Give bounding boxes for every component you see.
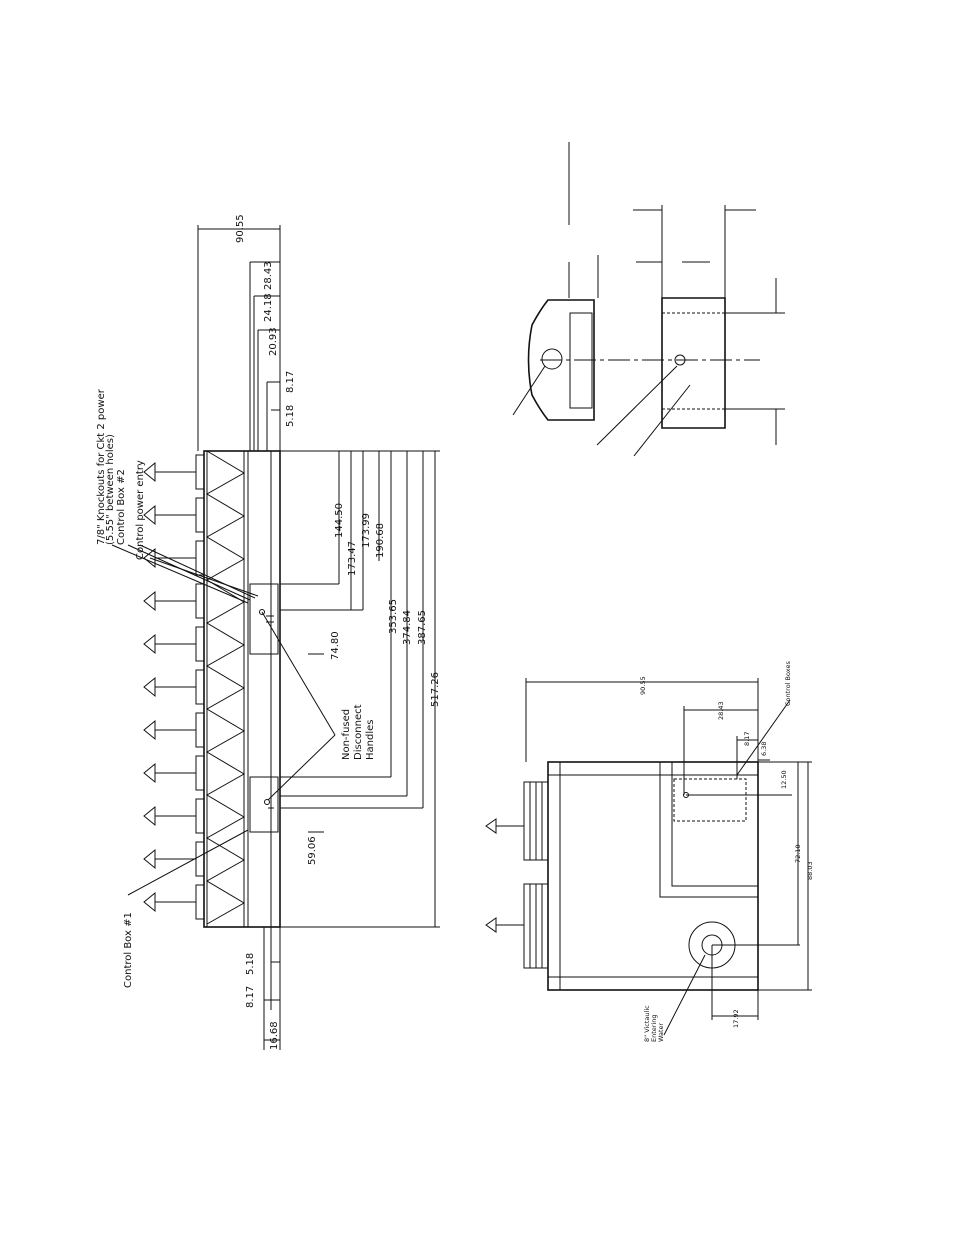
label-non-fused: Non-fused <box>341 709 352 760</box>
dim-190-68: 190.68 <box>375 523 386 558</box>
end-dim-88-03: 88.03 <box>806 861 814 880</box>
label-water: Water <box>657 1022 665 1042</box>
detail-side-profile <box>661 297 726 429</box>
label-control-power: Control power entry <box>135 460 146 560</box>
dim-517-26: 517.26 <box>430 672 441 707</box>
fan-motors <box>195 454 205 920</box>
control-box-1 <box>249 776 279 833</box>
end-dim-72-10: 72.10 <box>794 844 802 863</box>
detail-hole <box>541 348 563 370</box>
label-entering: Entering <box>650 1015 658 1043</box>
label-victaulic: 8" Victaulic <box>643 1005 651 1042</box>
end-view: 90.55 28.43 8.17 6.38 12.50 72.10 88.03 … <box>485 661 814 1043</box>
bottom-dimensions <box>263 927 281 1050</box>
label-control-box-1: Control Box #1 <box>123 912 134 988</box>
dim-24-18: 24.18 <box>263 293 274 322</box>
dim-374-84: 374.84 <box>402 610 413 645</box>
dim-8-17-top: 8.17 <box>285 371 296 393</box>
dim-59-06: 59.06 <box>307 836 318 865</box>
label-disconnect: Disconnect <box>353 704 364 760</box>
end-dim-6-38: 6.38 <box>760 742 768 756</box>
end-dim-17-92: 17.92 <box>732 1009 740 1028</box>
end-dim-28-43: 28.43 <box>717 701 725 720</box>
end-dim-8-17: 8.17 <box>743 732 751 746</box>
end-view-dimensions <box>525 678 812 1036</box>
dim-5-18-bottom: 5.18 <box>245 953 256 975</box>
control-boxes-outline <box>673 778 747 822</box>
length-dimensions <box>280 450 440 928</box>
end-view-outline <box>547 761 759 991</box>
label-control-box-2: Control Box #2 <box>116 469 127 545</box>
dim-20-93: 20.93 <box>268 327 279 356</box>
end-fan-stacks <box>485 781 549 969</box>
label-knockouts: 7/8" Knockouts for Ckt 2 power <box>96 388 107 545</box>
dim-353-65: 353.65 <box>388 599 399 634</box>
airflow-arrows <box>143 461 196 913</box>
label-knockouts-note: (5.55" between holes) <box>105 434 116 545</box>
dim-28-43: 28.43 <box>263 261 274 290</box>
dim-5-18-top: 5.18 <box>285 405 296 427</box>
truss-zigzag <box>206 450 245 925</box>
dim-173-99: 173.99 <box>361 513 372 548</box>
dim-8-17-bottom: 8.17 <box>245 986 256 1008</box>
dim-74-80: 74.80 <box>330 631 341 660</box>
dim-173-47: 173.47 <box>347 541 358 576</box>
detail-view <box>512 142 785 457</box>
top-dimensions <box>197 225 281 451</box>
dim-387-65: 387.65 <box>417 610 428 645</box>
dim-144-50: 144.50 <box>334 503 345 538</box>
dim-16-68: 16.68 <box>269 1021 280 1050</box>
end-dim-12-50: 12.50 <box>780 770 788 789</box>
control-box-2 <box>249 583 279 655</box>
callout-leaders <box>111 544 336 896</box>
plan-view: 90.55 28.43 24.18 20.93 8.17 5.18 144.50 <box>96 214 441 1050</box>
dim-90-55: 90.55 <box>235 214 246 243</box>
detail-end-profile <box>527 299 595 421</box>
end-view-panel <box>659 762 758 898</box>
label-control-boxes: Control Boxes <box>784 661 792 706</box>
label-handles: Handles <box>365 720 376 760</box>
disconnect-handle-icon <box>259 609 274 809</box>
end-dim-90-55: 90.55 <box>639 676 647 695</box>
